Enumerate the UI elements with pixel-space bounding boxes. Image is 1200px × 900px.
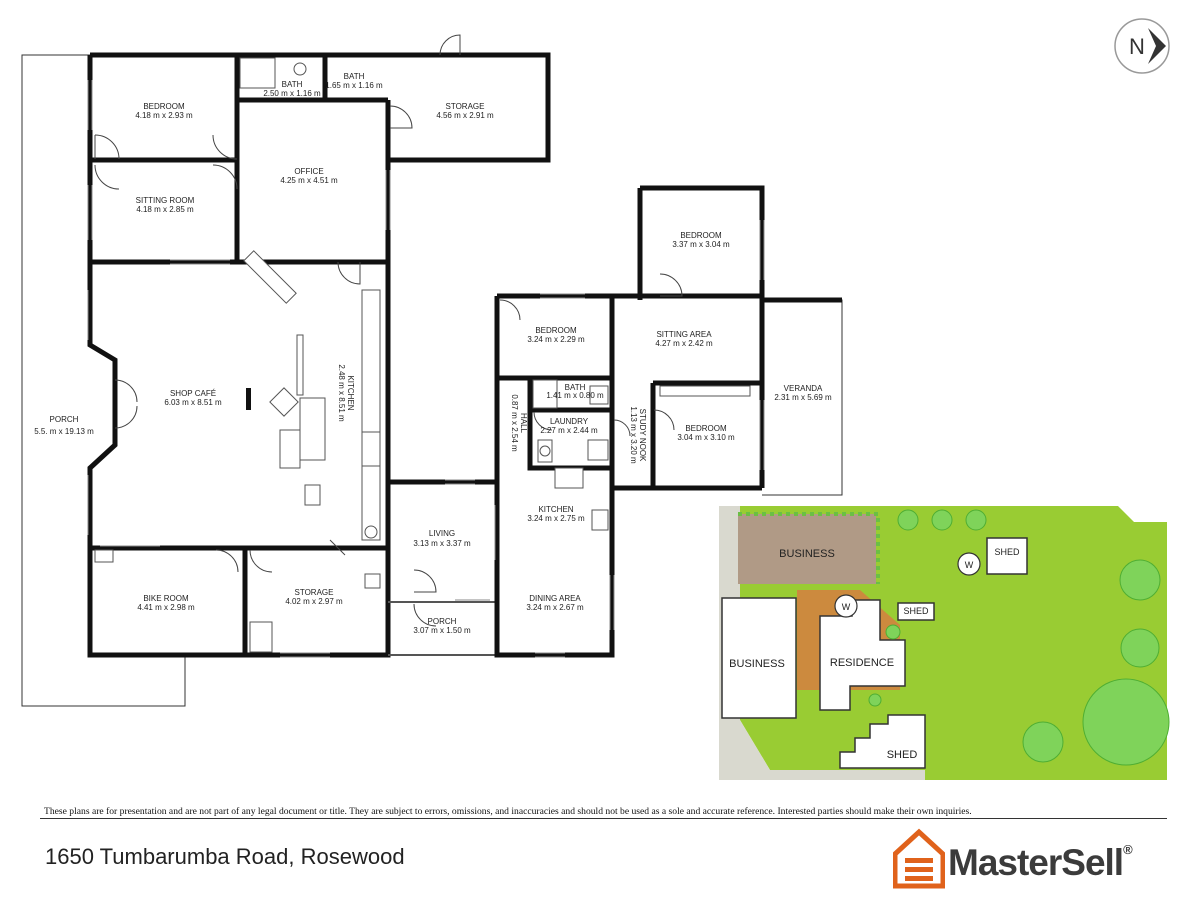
site-label-shed-2: SHED (903, 606, 929, 616)
tree-icon (931, 509, 953, 531)
room-name-office: OFFICE (294, 167, 323, 176)
room-size-bike-room: 4.41 m x 2.98 m (137, 603, 195, 612)
room-name-kitchen-1: KITCHEN (346, 375, 355, 410)
site-plan: BUSINESS BUSINESS RESIDENCE SHED SHED SH… (719, 506, 1170, 780)
brand-name: MasterSell (948, 842, 1124, 883)
room-size-bedroom-2: 3.37 m x 3.04 m (672, 240, 730, 249)
room-size-bedroom-4: 3.04 m x 3.10 m (677, 433, 735, 442)
room-size-kitchen-1: 2.48 m x 8.51 m (337, 364, 346, 422)
room-name-storage-1: STORAGE (446, 102, 485, 111)
room-size-dining-area: 3.24 m x 2.67 m (526, 603, 584, 612)
well-1-icon (957, 552, 981, 576)
business-top-block (738, 514, 876, 584)
room-size-shop-cafe: 6.03 m x 8.51 m (164, 398, 222, 407)
tree-icon (1120, 628, 1160, 668)
room-size-bedroom-1: 4.18 m x 2.93 m (135, 111, 193, 120)
brand-logo: MasterSell® (893, 826, 1173, 892)
room-name-bedroom-4: BEDROOM (685, 424, 727, 433)
room-name-bath-2: BATH (344, 72, 365, 81)
room-size-porch-2: 3.07 m x 1.50 m (413, 626, 471, 635)
site-label-well-2: W (842, 602, 851, 612)
room-name-bedroom-3: BEDROOM (535, 326, 577, 335)
disclaimer-text: These plans are for presentation and are… (44, 806, 972, 817)
room-size-storage-2: 4.02 m x 2.97 m (285, 597, 343, 606)
room-name-bedroom-2: BEDROOM (680, 231, 722, 240)
porch-outline (21, 54, 186, 707)
property-address: 1650 Tumbarumba Road, Rosewood (45, 844, 405, 869)
site-label-shed-3: SHED (887, 749, 918, 761)
tree-icon (1022, 721, 1064, 763)
site-label-shed-1: SHED (994, 547, 1020, 557)
site-label-business-top: BUSINESS (779, 548, 835, 560)
room-size-office: 4.25 m x 4.51 m (280, 176, 338, 185)
site-label-business-left: BUSINESS (729, 658, 785, 670)
room-name-porch-1: PORCH (50, 415, 79, 424)
room-name-hall: HALL (519, 413, 528, 434)
house-logo-icon (893, 828, 945, 889)
compass-label: N (1129, 34, 1145, 59)
room-name-kitchen-2: KITCHEN (538, 505, 573, 514)
room-name-bath-3: BATH (565, 383, 586, 392)
room-size-bath-3: 1.41 m x 0.80 m (546, 391, 604, 400)
room-size-sitting-area: 4.27 m x 2.42 m (655, 339, 713, 348)
room-size-veranda: 2.31 m x 5.69 m (774, 393, 832, 402)
room-name-bike-room: BIKE ROOM (143, 594, 189, 603)
room-name-bedroom-1: BEDROOM (143, 102, 185, 111)
room-size-sitting-room: 4.18 m x 2.85 m (136, 205, 194, 214)
room-name-laundry: LAUNDRY (550, 417, 589, 426)
tree-icon (965, 509, 987, 531)
brand-registered-mark: ® (1123, 842, 1133, 857)
room-name-shop-cafe: SHOP CAFÉ (170, 389, 216, 398)
shed-1-footprint (986, 537, 1028, 575)
room-name-veranda: VERANDA (784, 384, 823, 393)
room-size-bath-2: 1.65 m x 1.16 m (325, 81, 383, 90)
room-name-living: LIVING (429, 529, 455, 538)
site-label-residence: RESIDENCE (830, 657, 894, 669)
room-name-storage-2: STORAGE (295, 588, 334, 597)
room-size-kitchen-2: 3.24 m x 2.75 m (527, 514, 585, 523)
site-label-well-1: W (965, 560, 974, 570)
divider (40, 818, 1167, 819)
room-name-sitting-area: SITTING AREA (656, 330, 712, 339)
shed-2-footprint (897, 602, 935, 621)
business-left-block (721, 597, 797, 719)
room-size-living: 3.13 m x 3.37 m (413, 539, 471, 548)
room-size-bath-1: 2.50 m x 1.16 m (263, 89, 321, 98)
tree-icon (1082, 678, 1170, 766)
tree-icon (885, 624, 901, 640)
room-name-porch-2: PORCH (428, 617, 457, 626)
residence-building (494, 185, 843, 658)
room-name-sitting-room: SITTING ROOM (136, 196, 195, 205)
room-labels: BEDROOM 4.18 m x 2.93 m BATH 2.50 m x 1.… (34, 72, 832, 635)
room-size-study-nook: 1.13 m x 3.20 m (629, 406, 638, 464)
tree-icon (868, 693, 882, 707)
business-building (21, 34, 551, 707)
room-size-hall: 0.87 m x 2.54 m (510, 394, 519, 452)
tree-icon (1119, 559, 1161, 601)
room-size-bedroom-3: 3.24 m x 2.29 m (527, 335, 585, 344)
living-wing (388, 479, 497, 656)
room-name-study-nook: STUDY NOOK (638, 409, 647, 462)
room-name-bath-1: BATH (282, 80, 303, 89)
room-size-laundry: 2.27 m x 2.44 m (540, 426, 598, 435)
room-name-dining-area: DINING AREA (529, 594, 581, 603)
shed-3-footprint (839, 714, 926, 769)
tree-icon (897, 509, 919, 531)
room-size-storage-1: 4.56 m x 2.91 m (436, 111, 494, 120)
room-size-porch-1: 5.5. m x 19.13 m (34, 427, 94, 436)
column (246, 388, 251, 410)
well-2-icon (834, 594, 858, 618)
north-arrow-icon: N (1114, 18, 1170, 74)
